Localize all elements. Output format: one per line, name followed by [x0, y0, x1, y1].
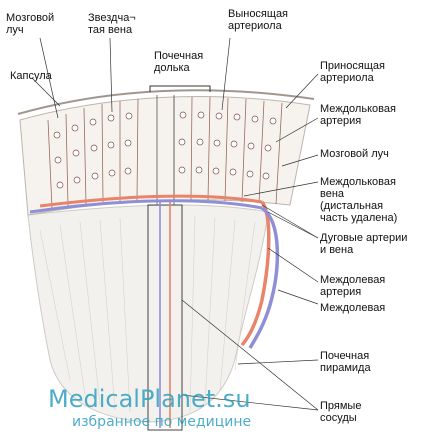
- label-renal-pyramid: Почечная пирамида: [320, 350, 371, 374]
- capsule: [17, 89, 315, 115]
- label-arcuate-vessels: Дуговые артерии и вена: [320, 232, 408, 256]
- label-interlobular-vein: Междольковая вена (дистальная часть удал…: [320, 176, 398, 224]
- pyramid-texture: [39, 215, 256, 413]
- label-renal-lobule: Почечная долька: [154, 50, 204, 74]
- label-capsule: Капсула: [10, 70, 52, 82]
- interlobar-vein: [248, 206, 280, 349]
- interlobar-artery: [240, 200, 271, 347]
- label-efferent-arteriole: Выносящая артериола: [228, 8, 289, 32]
- leader-lines: [31, 37, 319, 411]
- label-interlobar-vein: Междолевая: [320, 302, 386, 314]
- label-interlobular-artery: Междольковая артерия: [320, 103, 396, 127]
- arcuate-artery: [39, 194, 263, 208]
- label-medullary-ray-left: Мозговой луч: [6, 12, 55, 36]
- label-stellate-vein: Звездча¬ тая вена: [88, 12, 136, 36]
- glomeruli: [53, 111, 277, 189]
- label-interlobar-artery: Междолевая артерия: [320, 274, 386, 298]
- vasa-recta: [147, 95, 183, 431]
- label-afferent-arteriole: Приносящая артериола: [320, 60, 385, 84]
- label-medullary-ray-right: Мозговой луч: [320, 148, 389, 160]
- renal-lobule-bracket: [149, 85, 211, 92]
- arcuate-vein: [29, 199, 263, 214]
- watermark-tagline: избранное по медицине: [72, 414, 252, 430]
- watermark-site: MedicalPlanet.su: [48, 385, 251, 413]
- label-vasa-recta: Прямые сосуды: [320, 400, 362, 424]
